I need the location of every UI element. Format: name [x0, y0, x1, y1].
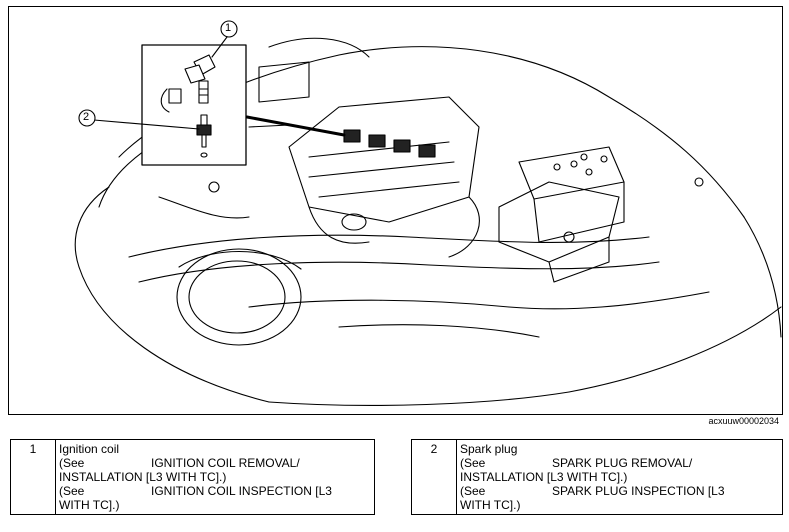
legend-title: Ignition coil	[59, 442, 120, 456]
legend-description: Spark plug (See SPARK PLUG REMOVAL/ INSTA…	[456, 439, 783, 515]
legend-number: 1	[10, 439, 56, 515]
see-label: (See	[460, 456, 486, 470]
legend-ref-2: (See IGNITION COIL INSPECTION [L3	[59, 484, 371, 498]
ref-link-ignition-coil-removal[interactable]: IGNITION COIL REMOVAL/	[151, 456, 300, 470]
see-label: (See	[460, 484, 486, 498]
air-box	[498, 181, 620, 283]
ref-link-spark-plug-removal-cont[interactable]: INSTALLATION [L3 WITH TC].)	[460, 470, 628, 484]
callout-1-label: 1	[225, 22, 232, 34]
callout-1-leader	[211, 36, 228, 58]
figure-code: acxuuw00002034	[708, 416, 779, 426]
headlamp	[176, 248, 302, 346]
callout-2-label: 2	[83, 111, 90, 123]
legend-table-spark-plug: 2 Spark plug (See SPARK PLUG REMOVAL/ INS…	[411, 439, 783, 515]
ref-link-spark-plug-inspection[interactable]: SPARK PLUG INSPECTION [L3	[552, 484, 725, 498]
engine-cover	[248, 37, 480, 231]
ref-link-ignition-coil-inspection-cont[interactable]: WITH TC].)	[59, 498, 120, 512]
legend-ref-1: (See SPARK PLUG REMOVAL/	[460, 456, 779, 470]
ref-link-ignition-coil-removal-cont[interactable]: INSTALLATION [L3 WITH TC].)	[59, 470, 227, 484]
coil-pack-row	[343, 129, 436, 158]
battery	[518, 146, 625, 243]
engine-drawing	[74, 20, 782, 406]
coil-leader	[245, 115, 346, 137]
legend-description: Ignition coil (See IGNITION COIL REMOVAL/…	[55, 439, 375, 515]
ignition-coil-part	[184, 54, 216, 104]
callout-1	[220, 20, 238, 38]
callout-2	[78, 109, 96, 127]
engine-bay-illustration: 1 2	[8, 6, 783, 415]
ref-link-ignition-coil-inspection[interactable]: IGNITION COIL INSPECTION [L3	[151, 484, 332, 498]
legend-title: Spark plug	[460, 442, 518, 456]
legend-table-ignition-coil: 1 Ignition coil (See IGNITION COIL REMOVA…	[10, 439, 375, 515]
legend-row: 2 Spark plug (See SPARK PLUG REMOVAL/ INS…	[411, 439, 783, 515]
see-label: (See	[59, 456, 85, 470]
parts-inset	[93, 36, 247, 166]
callout-2-leader	[93, 119, 200, 130]
car-body	[74, 46, 782, 406]
ref-link-spark-plug-removal[interactable]: SPARK PLUG REMOVAL/	[552, 456, 693, 470]
ref-link-spark-plug-inspection-cont[interactable]: WITH TC].)	[460, 498, 521, 512]
hoses	[158, 177, 704, 258]
legend-ref-1: (See IGNITION COIL REMOVAL/	[59, 456, 371, 470]
spark-plug-part	[196, 114, 212, 158]
legend-ref-2: (See SPARK PLUG INSPECTION [L3	[460, 484, 779, 498]
legend-row: 1 Ignition coil (See IGNITION COIL REMOVA…	[10, 439, 375, 515]
legend-number: 2	[411, 439, 457, 515]
coil-connector-part	[160, 88, 182, 113]
see-label: (See	[59, 484, 85, 498]
